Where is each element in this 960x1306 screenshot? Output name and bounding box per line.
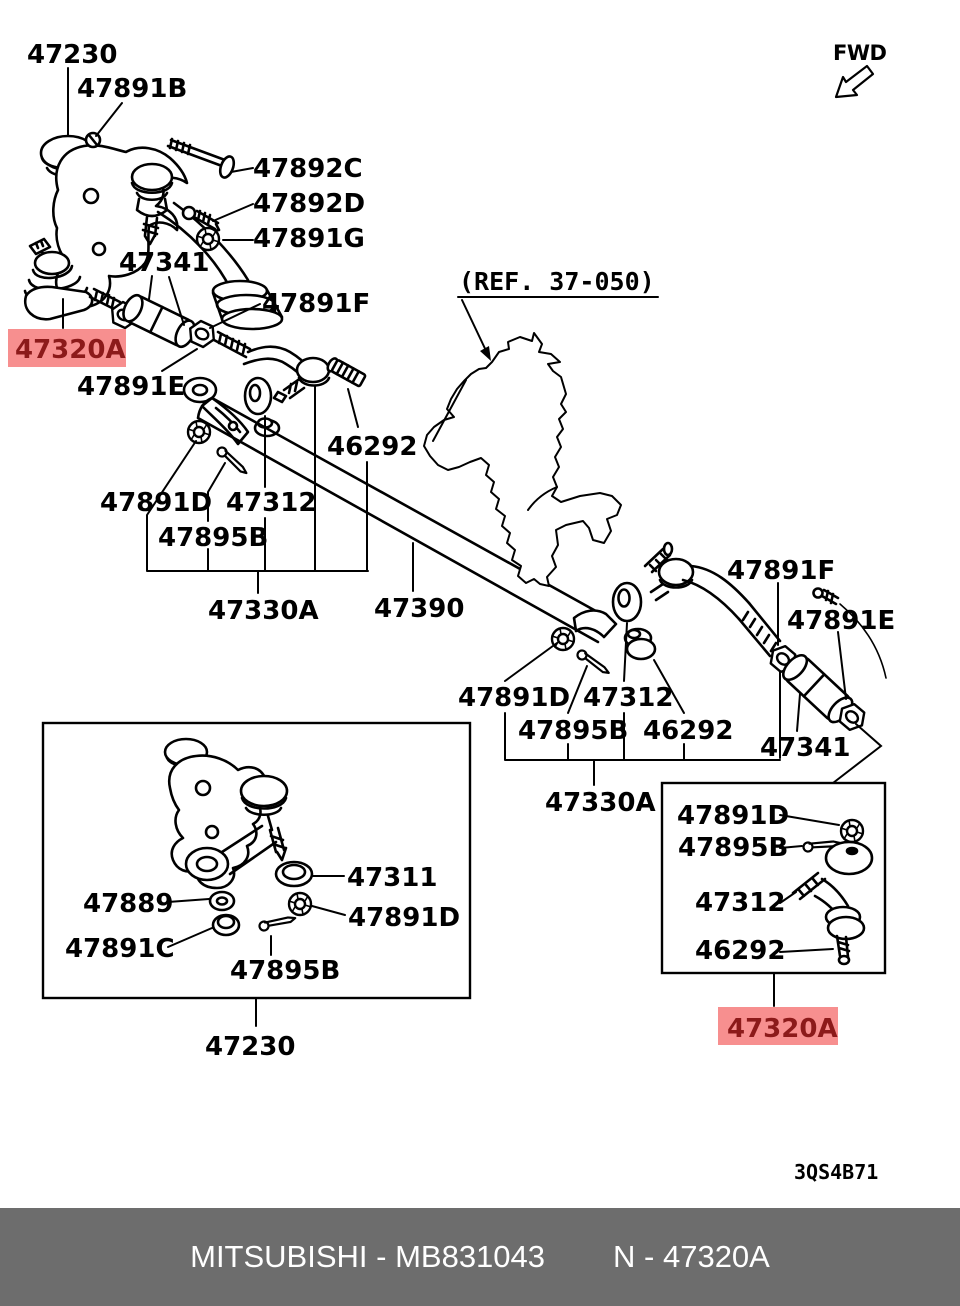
- part-label-47891f-right: 47891F: [727, 556, 835, 586]
- part-label-47891d-box-r: 47891D: [677, 801, 789, 831]
- part-label-47330a-left: 47330A: [208, 596, 319, 626]
- tie-rod-end-left-drawing: [23, 237, 331, 404]
- part-label-47330a-right: 47330A: [545, 788, 656, 818]
- part-label-47891g: 47891G: [253, 224, 365, 254]
- leader-lines: [62, 67, 883, 1027]
- tie-rod-end-detail-drawing: [791, 818, 874, 966]
- parts-diagram: 47230 47891B 47892C 47892D 47891G 47341 …: [8, 40, 895, 1184]
- part-label-47892c: 47892C: [253, 154, 363, 184]
- part-label-47230-bottom: 47230: [205, 1032, 295, 1062]
- part-label-47390: 47390: [374, 594, 464, 624]
- footer-catalog-ref: N - 47320A: [613, 1239, 770, 1274]
- part-label-47341-right: 47341: [760, 733, 850, 763]
- part-label-47891f-left: 47891F: [262, 289, 370, 319]
- part-label-47891d-mid: 47891D: [458, 683, 570, 713]
- part-label-47230-top: 47230: [27, 40, 117, 70]
- part-label-47312-mid: 47312: [583, 683, 673, 713]
- highlight-47320a-left: [8, 329, 126, 367]
- fwd-label: FWD: [833, 41, 887, 65]
- part-label-46292-box-r: 46292: [695, 936, 785, 966]
- steering-gear-drawing: [423, 332, 622, 587]
- part-label-47341-left: 47341: [119, 248, 209, 278]
- part-label-47320a-left[interactable]: 47320A: [15, 335, 126, 365]
- part-label-47891e-right: 47891E: [787, 606, 895, 636]
- fwd-arrow-icon: [834, 64, 875, 99]
- reference-note: (REF. 37-050): [459, 267, 655, 296]
- part-label-47895b-left: 47895B: [158, 523, 268, 553]
- idler-bracket-assembly-drawing: [39, 134, 284, 331]
- part-label-47895b-mid: 47895B: [518, 716, 628, 746]
- part-label-47312-left: 47312: [226, 488, 316, 518]
- part-label-47891e-left: 47891E: [77, 372, 185, 402]
- part-label-47312-box-r: 47312: [695, 888, 785, 918]
- part-label-47891c: 47891C: [65, 934, 175, 964]
- footer-brand-part: MITSUBISHI - MB831043: [190, 1239, 546, 1274]
- footer-bar: MITSUBISHI - MB831043 N - 47320A: [0, 1208, 960, 1306]
- idler-arm-detail-drawing: [163, 737, 314, 941]
- part-label-47889: 47889: [83, 889, 173, 919]
- part-label-47895b-box-r: 47895B: [678, 833, 788, 863]
- part-label-47320a-bottom[interactable]: 47320A: [727, 1014, 838, 1044]
- part-label-46292-left: 46292: [327, 432, 417, 462]
- tie-rod-right-drawing: [550, 541, 887, 736]
- part-label-47892d: 47892D: [253, 189, 365, 219]
- part-label-47891d-left: 47891D: [100, 488, 212, 518]
- part-label-47895b-box-l: 47895B: [230, 956, 340, 986]
- part-label-47891b: 47891B: [77, 74, 187, 104]
- drawing-code: 3QS4B71: [794, 1160, 878, 1184]
- highlight-47320a-bottom: [718, 1007, 838, 1045]
- part-label-47891d-box-l: 47891D: [348, 903, 460, 933]
- part-label-46292-mid: 46292: [643, 716, 733, 746]
- part-label-47311: 47311: [347, 863, 437, 893]
